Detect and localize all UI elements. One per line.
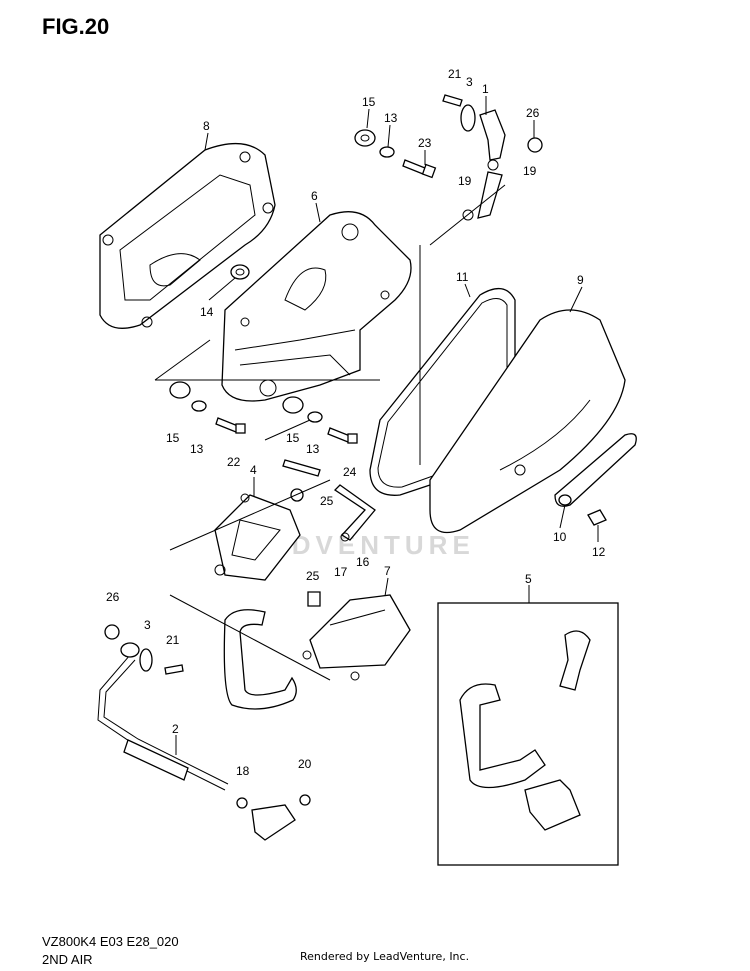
part-12-screw[interactable] [587, 509, 607, 526]
part-13-washer-left[interactable] [191, 400, 207, 412]
part-13-washer-mid[interactable] [307, 411, 323, 423]
callout-22: 22 [227, 455, 241, 469]
callout-26-upper: 26 [526, 106, 540, 120]
part-21-stud-lower[interactable] [164, 664, 184, 675]
hose-lower-elbow[interactable] [251, 804, 296, 841]
callout-21-upper: 21 [448, 67, 462, 81]
model-code: VZ800K4 E03 E28_020 [42, 934, 179, 949]
callout-3-upper: 3 [466, 75, 473, 89]
callout-3-lower: 3 [144, 618, 151, 632]
callout-24: 24 [343, 465, 357, 479]
part-25-bolt-lower[interactable] [307, 591, 321, 607]
part-10-washer[interactable] [558, 494, 572, 506]
callout-8: 8 [203, 119, 210, 133]
callout-6: 6 [311, 189, 318, 203]
hose-middle[interactable] [223, 609, 297, 710]
part-3-gasket-upper[interactable] [460, 104, 476, 132]
part-15-grommet-upper[interactable] [354, 129, 376, 147]
callout-19-left: 19 [458, 174, 472, 188]
part-23-bolt[interactable] [402, 159, 437, 179]
part-6-bracket-plate[interactable] [221, 211, 412, 402]
section-name: 2ND AIR [42, 952, 93, 967]
part-15-grommet-left[interactable] [169, 381, 191, 399]
callout-19-right: 19 [523, 164, 537, 178]
callout-26-lower: 26 [106, 590, 120, 604]
callout-1: 1 [482, 82, 489, 96]
callout-18: 18 [236, 764, 250, 778]
callout-15-left: 15 [166, 431, 180, 445]
part-18-clamp[interactable] [236, 797, 248, 809]
leader-lines [154, 96, 599, 755]
part-8-cover-plate[interactable] [99, 142, 276, 329]
part-16-hose[interactable] [282, 459, 376, 542]
part-26-nut-lower[interactable] [104, 624, 120, 640]
part-5-hose-kit[interactable] [437, 602, 619, 866]
part-25-bolt-upper[interactable] [290, 488, 304, 502]
part-15-grommet-mid[interactable] [282, 396, 304, 414]
part-4-reed-valve[interactable] [214, 493, 301, 581]
callout-17: 17 [334, 565, 348, 579]
part-14-grommet[interactable] [230, 264, 250, 280]
callout-11: 11 [456, 270, 469, 284]
callout-23: 23 [418, 136, 432, 150]
callout-13-upper: 13 [384, 111, 398, 125]
part-19-hose[interactable] [462, 159, 503, 221]
callout-12: 12 [592, 545, 606, 559]
callout-21-lower: 21 [166, 633, 180, 647]
part-1-pipe-upper[interactable] [479, 109, 506, 161]
callout-10: 10 [553, 530, 567, 544]
part-9-cover[interactable] [429, 309, 637, 534]
callout-15-upper: 15 [362, 95, 376, 109]
part-7-chamber-box[interactable] [302, 594, 411, 681]
part-22-bolt[interactable] [215, 417, 246, 434]
callout-16: 16 [356, 555, 370, 569]
callout-13-mid: 13 [306, 442, 320, 456]
part-24-bolt[interactable] [327, 427, 358, 444]
callout-20: 20 [298, 757, 312, 771]
callout-5: 5 [525, 572, 532, 586]
callout-9: 9 [577, 273, 584, 287]
callout-25-upper: 25 [320, 494, 334, 508]
callout-25-lower: 25 [306, 569, 320, 583]
callout-7: 7 [384, 564, 391, 578]
render-credit: Rendered by LeadVenture, Inc. [300, 950, 470, 963]
callout-labels: 8 6 14 15 13 23 21 3 1 26 19 19 11 9 15 … [106, 67, 606, 778]
callout-4: 4 [250, 463, 257, 477]
callout-15-mid: 15 [286, 431, 300, 445]
part-21-stud-upper[interactable] [442, 94, 463, 107]
part-13-washer-upper[interactable] [379, 146, 395, 158]
figure-title: FIG.20 [42, 14, 110, 39]
part-3-gasket-lower[interactable] [139, 648, 153, 672]
watermark-text: ADVENTURE [268, 530, 475, 560]
callout-14: 14 [200, 305, 214, 319]
part-2-pipe[interactable] [97, 642, 229, 791]
callout-2: 2 [172, 722, 179, 736]
part-26-nut-upper[interactable] [527, 137, 543, 153]
callout-13-left: 13 [190, 442, 204, 456]
part-20-clamp[interactable] [299, 794, 311, 806]
